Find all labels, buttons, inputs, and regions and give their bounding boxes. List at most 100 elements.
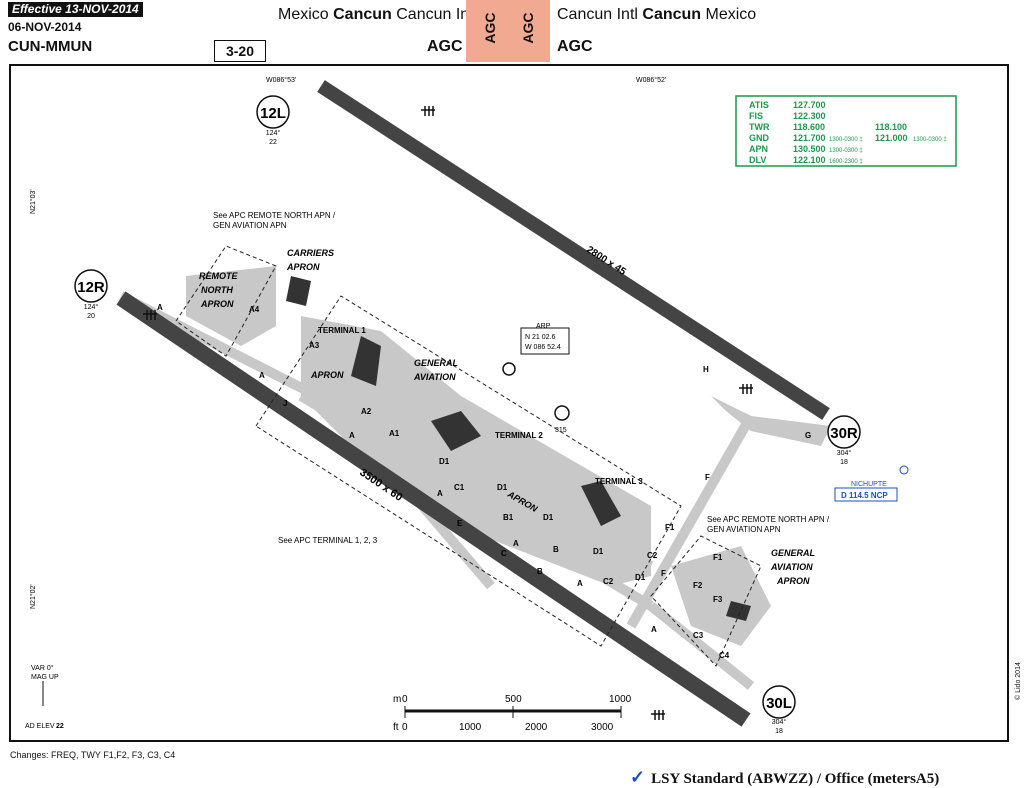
freq-name-4: APN xyxy=(749,144,768,154)
see-remote-north-label: See APC REMOTE NORTH APN / xyxy=(707,515,830,524)
coord-n21-02: N21°02' xyxy=(29,584,37,609)
navaid-box: NICHUPTE D 114.5 NCP xyxy=(834,465,909,502)
header-location-right: Cancun Intl Cancun Mexico xyxy=(557,6,757,23)
windsock-icon xyxy=(421,106,435,116)
taxiway-label: B xyxy=(537,567,543,576)
rwy-12r-elev: 20 xyxy=(87,313,95,320)
runway-12r-30l xyxy=(116,291,751,727)
scale-bar: m ft 0 500 1000 0 1000 2000 3000 xyxy=(393,694,632,733)
taxiway-label: A1 xyxy=(389,429,400,438)
terminal-2-label: TERMINAL 2 xyxy=(495,431,543,440)
taxiway-label: A xyxy=(513,539,519,548)
freq-f1-4: 130.500 xyxy=(793,144,826,154)
taxiway-label: A4 xyxy=(249,305,260,314)
see-terminal-label: See APC TERMINAL 1, 2, 3 xyxy=(278,536,378,545)
freq-name-0: ATIS xyxy=(749,100,769,110)
effective-date: Effective 13-NOV-2014 xyxy=(8,2,143,17)
general-label: GENERAL xyxy=(414,358,458,368)
terminal-buildings xyxy=(286,276,751,621)
gen-aviation-apn-label: GEN AVIATION APN xyxy=(213,221,287,230)
airport-identifier: CUN-MMUN xyxy=(8,38,93,55)
lsy-text: LSY Standard (ABWZZ) / Office (metersA5) xyxy=(651,771,940,787)
freq-f1-3: 121.700 xyxy=(793,133,826,143)
carriers-apron-label: APRON xyxy=(286,262,320,272)
freq-f1-1: 122.300 xyxy=(793,111,826,121)
mag-up-label: MAG UP xyxy=(31,674,59,681)
taxiway-label: A xyxy=(259,371,265,380)
remote-label: REMOTE xyxy=(199,271,238,281)
rwy-end-30r: 30R 304° 18 xyxy=(827,415,861,466)
rwy-30l-heading: 304° xyxy=(772,718,787,726)
rwy-12l-elev: 22 xyxy=(269,139,277,146)
taxiway-label: A3 xyxy=(309,341,320,350)
checkmark-icon: ✓ xyxy=(630,767,646,787)
rwy-30l-label: 30L xyxy=(766,695,792,712)
taxiway-label: D1 xyxy=(593,547,604,556)
navaid-name: NICHUPTE xyxy=(851,481,887,488)
rwy-12r-label: 12R xyxy=(77,279,105,296)
rwy-30r-label: 30R xyxy=(830,425,858,442)
agc-label-left: AGC xyxy=(427,38,463,55)
rwy-30r-elev: 18 xyxy=(840,459,848,466)
variation-label: VAR 0° xyxy=(31,664,54,672)
taxiway-network xyxy=(186,266,831,646)
taxiway-label: F3 xyxy=(713,595,723,604)
arp-box: ARP N 21 02.6 W 086 52.4 xyxy=(502,323,570,376)
taxiway-label: A2 xyxy=(361,407,372,416)
scale-ft-label: ft xyxy=(393,722,399,733)
freq-t1-4: 1300-0300 ‡ xyxy=(829,148,863,154)
remote-apron-label: APRON xyxy=(200,299,234,309)
taxiway-label: D1 xyxy=(439,457,450,466)
windsock-icons xyxy=(143,106,753,720)
arp-lat: N 21 02.6 xyxy=(525,334,555,341)
taxiway-label: D1 xyxy=(543,513,554,522)
revision-date: 06-NOV-2014 xyxy=(8,20,82,34)
agc-vertical-left: AGC xyxy=(482,12,498,44)
freq-f2-3: 121.000 xyxy=(875,133,908,143)
rwy-end-12l: 12L 124° 22 xyxy=(256,95,290,146)
agc-vertical-right: AGC xyxy=(520,12,536,44)
taxiway-label: A xyxy=(577,579,583,588)
freq-f1-5: 122.100 xyxy=(793,155,826,165)
rwy-30l-elev: 18 xyxy=(775,728,783,735)
ga-general-label: GENERAL xyxy=(771,548,815,558)
runway-12l-30r xyxy=(317,80,830,420)
rwy-end-12r: 12R 124° 20 xyxy=(74,269,108,320)
coord-w86-52: W086°52' xyxy=(636,76,666,84)
aviation-label: AVIATION xyxy=(413,372,456,382)
ga-apron-label: APRON xyxy=(776,576,810,586)
var-info: VAR 0° MAG UP AD ELEV 22 xyxy=(25,664,64,730)
taxiway-label: H xyxy=(703,365,709,374)
scale-ft-1000: 1000 xyxy=(459,722,482,733)
freq-f1-2: 118.600 xyxy=(793,122,825,132)
aerodrome-chart-svg: 2800 x 45 3500 x 60 W086°53' W086°52' N2… xyxy=(25,76,957,735)
freq-name-1: FIS xyxy=(749,111,763,121)
taxiway-label: B1 xyxy=(503,513,514,522)
page-number: 3-20 xyxy=(214,40,266,62)
taxiway-label: C2 xyxy=(647,551,658,560)
freq-t1-5: 1600-2300 ‡ xyxy=(829,159,863,165)
see-north-apn-label: See APC REMOTE NORTH APN / xyxy=(213,211,336,220)
terminal-apron-label: APRON xyxy=(310,370,344,380)
scale-ft-0: 0 xyxy=(402,722,408,733)
freq-t2-3: 1300-0300 ‡ xyxy=(913,137,947,143)
navaid-ident: D 114.5 NCP xyxy=(841,491,888,500)
agc-label-right: AGC xyxy=(557,38,593,55)
aerodrome-chart: 2800 x 45 3500 x 60 W086°53' W086°52' N2… xyxy=(9,64,1009,742)
ga-aviation-label: AVIATION xyxy=(770,562,813,572)
windsock-icon xyxy=(143,310,157,320)
freq-name-5: DLV xyxy=(749,155,766,165)
taxiway-label: A xyxy=(157,303,163,312)
arp-symbol-icon xyxy=(502,362,516,376)
taxiway-label: A xyxy=(651,625,657,634)
scale-m-0: 0 xyxy=(402,694,408,705)
scale-m-1000: 1000 xyxy=(609,694,632,705)
coord-n21-03: N21°03' xyxy=(29,189,37,214)
arp-lon: W 086 52.4 xyxy=(525,344,561,351)
header-location-left: Mexico Cancun Cancun Intl xyxy=(278,6,478,23)
terminal-3-label: TERMINAL 3 xyxy=(595,477,643,486)
taxiway-label: G xyxy=(805,431,811,440)
changes-note: Changes: FREQ, TWY F1,F2, F3, C3, C4 xyxy=(10,750,176,760)
rwy-end-30l: 30L 304° 18 xyxy=(762,685,796,735)
